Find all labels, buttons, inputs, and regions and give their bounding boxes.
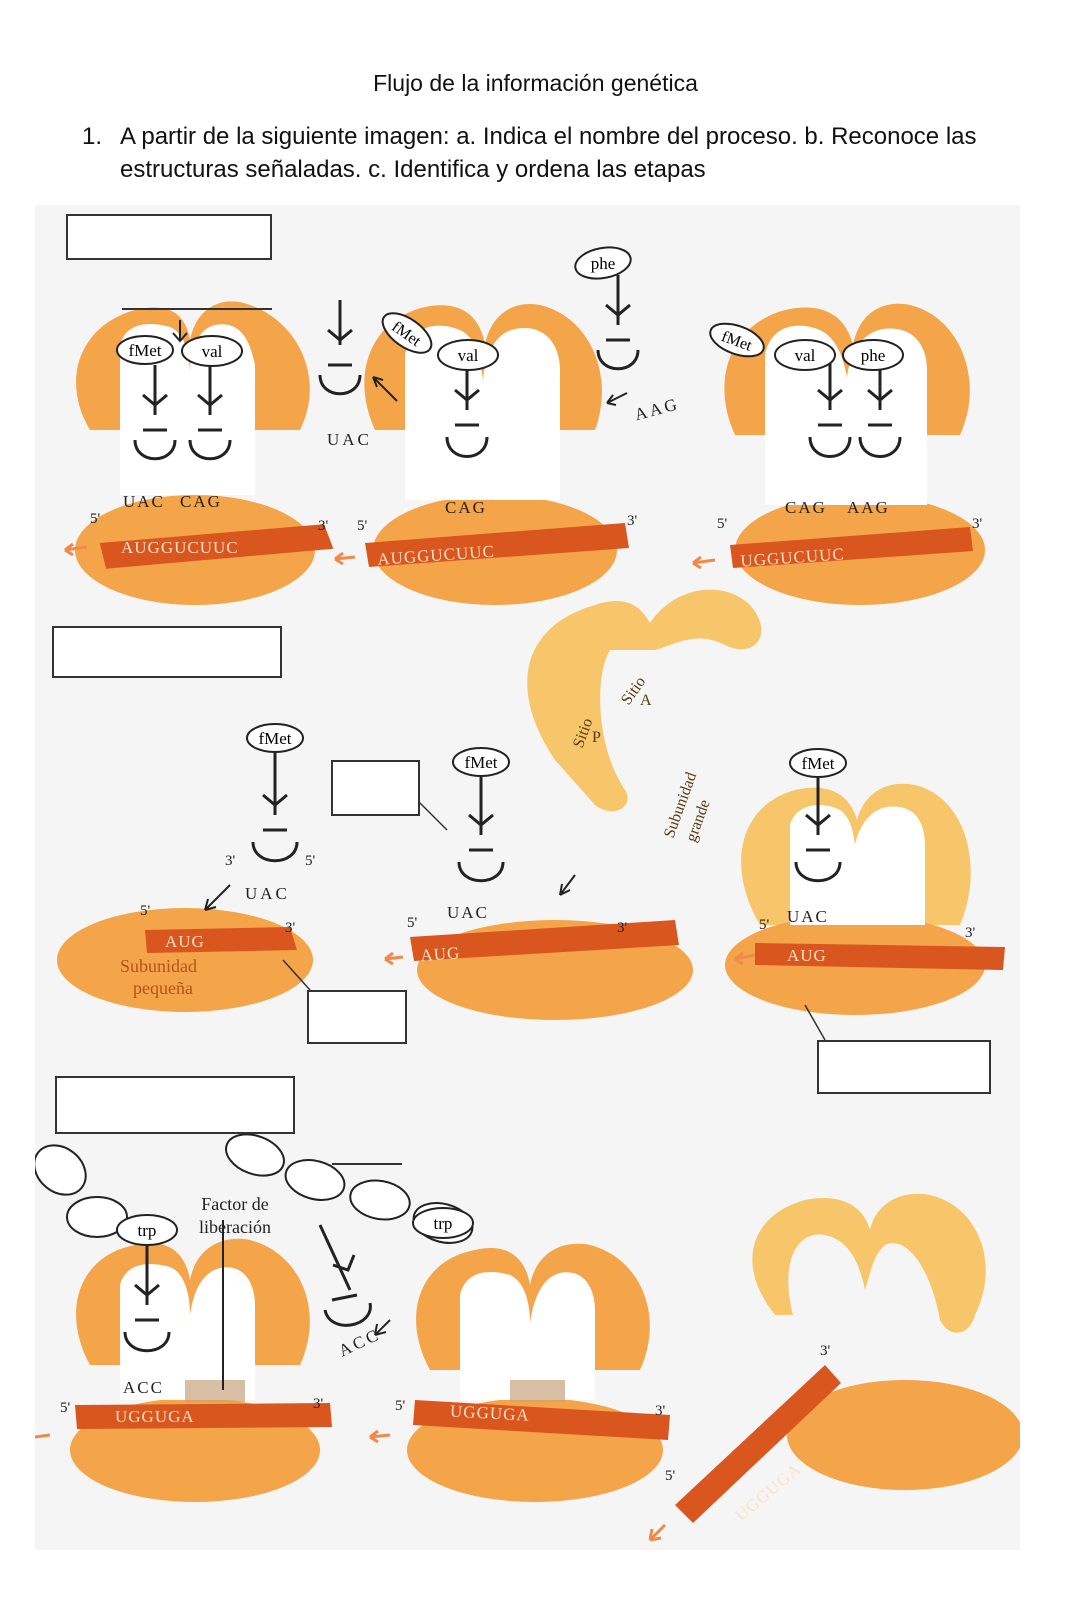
svg-text:A: A (640, 692, 652, 709)
ribosome-termination-2: UGGUGA 5' 3' (369, 1243, 670, 1502)
arrow-icon (64, 542, 88, 557)
svg-text:phe: phe (861, 346, 886, 365)
svg-text:5': 5' (395, 1398, 406, 1414)
mrna-strand-2: AUGGUCUUC 5' 3' (334, 513, 638, 569)
svg-text:trp: trp (434, 1214, 453, 1233)
svg-text:fMet: fMet (258, 729, 291, 748)
small-subunit-initiation: Subunidad pequeña AUG 5' 3' (57, 903, 313, 1012)
svg-text:UAC: UAC (447, 903, 489, 922)
svg-text:UAC: UAC (245, 884, 290, 903)
answer-line-row1[interactable] (122, 308, 272, 310)
svg-text:fMet: fMet (801, 754, 834, 773)
svg-text:5': 5' (60, 1400, 71, 1416)
answer-box-trna[interactable] (331, 760, 420, 816)
svg-text:3': 3' (820, 1343, 831, 1359)
svg-text:5': 5' (665, 1468, 676, 1484)
translation-diagram: AUGGUCUUC 5' 3' AUGGUCUUC 5' 3' UGGUCUUC… (35, 205, 1020, 1550)
svg-text:fMet: fMet (464, 753, 497, 772)
answer-box-row2-title[interactable] (52, 626, 282, 678)
mrna-sequence: AUG (420, 943, 461, 965)
svg-text:AAG: AAG (847, 498, 890, 517)
svg-text:3': 3' (965, 925, 976, 941)
amino-acids-row1: fMet val fMet val phe fMet val phe (116, 246, 904, 371)
svg-text:5': 5' (357, 518, 368, 534)
release-factor-label: Factor de (201, 1194, 268, 1214)
question-text: A partir de la siguiente imagen: a. Indi… (120, 123, 977, 183)
svg-text:UAC: UAC (123, 492, 165, 511)
svg-text:5': 5' (140, 903, 151, 919)
small-subunit-label: Subunidad (120, 956, 197, 976)
arrow-down-icon (172, 320, 188, 343)
initiation-complex: AUG 5' 3' fMet UAC (384, 747, 693, 1020)
svg-text:3': 3' (313, 1396, 324, 1412)
answer-line-polypeptide[interactable] (332, 1163, 402, 1165)
svg-text:3': 3' (285, 920, 296, 936)
svg-text:5': 5' (305, 853, 316, 869)
mrna-strand-1: AUGGUCUUC 5' 3' (64, 511, 334, 569)
answer-box-ribosome[interactable] (817, 1040, 991, 1094)
arrow-icon (334, 551, 356, 566)
svg-text:5': 5' (759, 917, 770, 933)
ribosome-termination-1: trp ACC Factor de liberación UGGUGA 5' 3… (35, 1194, 332, 1502)
svg-text:UAC: UAC (327, 430, 372, 449)
arrow-icon (692, 555, 716, 570)
arrow-icon (559, 874, 576, 896)
svg-text:3': 3' (318, 518, 329, 534)
svg-text:3': 3' (655, 1403, 666, 1419)
pointer-line (282, 959, 311, 991)
pointer-line (804, 1004, 826, 1041)
mrna-sequence: AUG (165, 932, 205, 951)
svg-text:CAG: CAG (785, 498, 827, 517)
svg-text:5': 5' (717, 516, 728, 532)
svg-text:val: val (795, 346, 816, 365)
page-title: Flujo de la información genética (373, 70, 698, 96)
ribosome-initiation-complete: fMet UAC AUG 5' 3' (725, 748, 1005, 1015)
svg-text:5': 5' (90, 511, 101, 527)
arrow-icon (204, 884, 231, 911)
arrow-icon (372, 376, 398, 402)
svg-text:3': 3' (617, 920, 628, 936)
arrow-icon (606, 392, 628, 406)
answer-box-row1[interactable] (66, 214, 272, 260)
svg-text:fMet: fMet (128, 341, 161, 360)
arrow-icon (369, 1429, 391, 1444)
svg-text:3': 3' (627, 513, 638, 529)
svg-text:pequeña: pequeña (133, 978, 193, 998)
svg-text:val: val (458, 346, 479, 365)
mrna-sequence: AUGGUCUUC (121, 538, 239, 557)
answer-box-row3-title[interactable] (55, 1076, 295, 1134)
svg-text:liberación: liberación (199, 1217, 271, 1237)
svg-text:P: P (592, 729, 601, 746)
svg-text:CAG: CAG (445, 498, 487, 517)
svg-text:ACC: ACC (123, 1378, 164, 1397)
ribosome-dissociated: UGGUGA 5' 3' (648, 1193, 1020, 1542)
answer-box-mrna[interactable] (307, 990, 407, 1044)
mrna-sequence: UGGUGA (450, 1402, 531, 1425)
svg-text:val: val (202, 342, 223, 361)
svg-text:CAG: CAG (180, 492, 222, 511)
arrow-icon (374, 1319, 391, 1336)
polypeptide-chain-1 (35, 1144, 128, 1238)
question-number: 1. (82, 123, 103, 150)
svg-text:5': 5' (407, 915, 418, 931)
arrow-icon (384, 951, 404, 966)
mrna-sequence: AUG (787, 946, 827, 965)
arrow-icon (734, 951, 756, 966)
trna-group-row1 (133, 275, 902, 461)
svg-text:trp: trp (138, 1221, 157, 1240)
pointer-line (416, 799, 448, 831)
initiator-trna-free: fMet 3' 5' UAC (204, 723, 316, 911)
svg-text:phe: phe (591, 254, 616, 273)
trp-released (412, 1207, 474, 1239)
svg-text:UAC: UAC (787, 907, 829, 926)
svg-text:3': 3' (972, 516, 983, 532)
mrna-sequence: UGGUGA (115, 1407, 195, 1426)
arrow-icon (648, 1523, 667, 1542)
svg-text:3': 3' (225, 853, 236, 869)
